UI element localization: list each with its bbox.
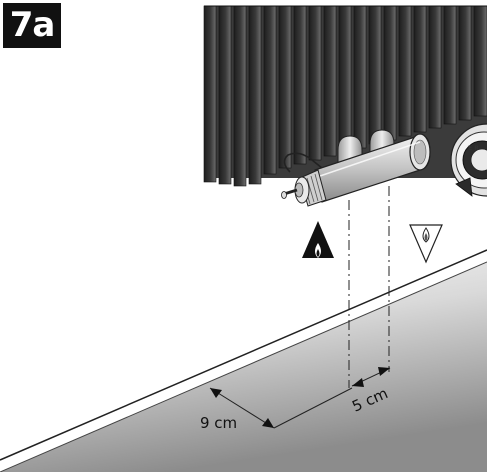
arrow-down-drop-icon — [409, 224, 443, 264]
pipe-centerlines — [348, 186, 390, 388]
valve-spindle — [281, 188, 298, 199]
figure-label: 7a — [3, 3, 61, 48]
thermostat-scale-text: E R — [468, 145, 479, 152]
wire-clip — [283, 152, 323, 173]
radiator-fins — [203, 5, 487, 187]
floor-slab — [0, 248, 487, 473]
thermostat-head: E R — [450, 123, 487, 197]
dimension-pipe-spacing — [351, 367, 391, 387]
dimension-wall-distance — [209, 387, 353, 429]
valve-body — [314, 133, 431, 203]
valve-assembly — [281, 129, 431, 207]
valve-cap — [294, 169, 327, 207]
dimension-label-wall-distance: 9 cm — [200, 414, 237, 432]
arrow-up-drop-icon — [302, 221, 334, 258]
